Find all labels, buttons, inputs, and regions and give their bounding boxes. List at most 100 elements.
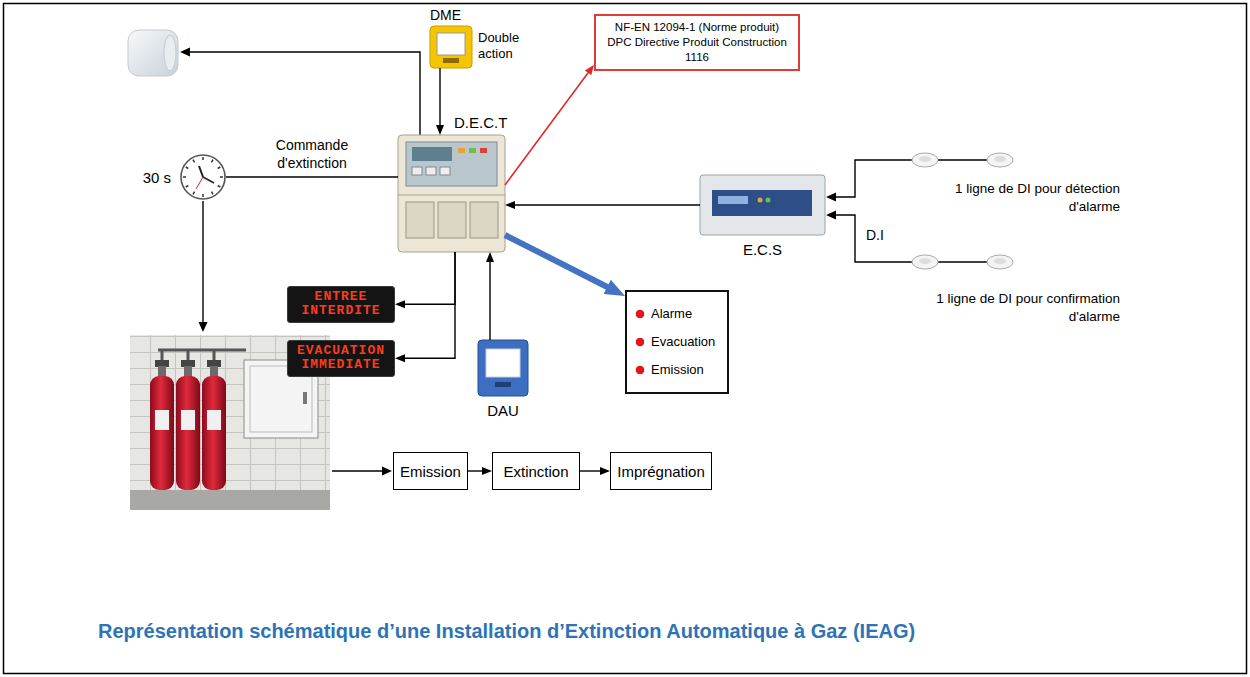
device-label: DAU — [487, 402, 519, 419]
detection-led — [766, 198, 771, 203]
sign-text: ENTREE INTERDITE — [290, 290, 392, 319]
smoke-detector — [987, 255, 1013, 269]
signal-line — [489, 260, 490, 340]
detector-body — [987, 153, 1013, 167]
detection-wire — [836, 160, 912, 197]
detector-dome — [994, 258, 1006, 264]
process-step: Extinction — [492, 452, 580, 490]
standard-note: NF-EN 12094-1 (Norme produit) DPC Direct… — [594, 14, 800, 71]
device-label: DME — [430, 7, 461, 23]
arrow-head — [826, 211, 836, 220]
warning-sign: ENTREE INTERDITE — [287, 286, 395, 323]
clock-hand — [203, 177, 214, 183]
detection-housing — [700, 175, 825, 235]
detection-wire — [938, 159, 987, 160]
panel-led — [458, 148, 465, 153]
stop-key — [495, 382, 511, 387]
status-arrow — [505, 235, 611, 289]
detection-display — [712, 190, 812, 216]
detector-dome — [919, 156, 931, 162]
note-text: NF-EN 12094-1 (Norme produit) DPC Direct… — [602, 20, 792, 65]
signal-line — [580, 470, 602, 471]
cabinet-handle — [303, 392, 307, 404]
signal-line — [513, 204, 700, 205]
edge-label: Commande d'extinction — [256, 137, 368, 172]
gas-cylinder — [150, 376, 174, 490]
signal-line — [403, 252, 455, 304]
cylinder-valve — [181, 360, 195, 367]
fire-detection-unit: E.C.S — [700, 175, 825, 235]
manual-trigger: DMEDouble action — [430, 26, 472, 68]
cylinder-valve — [155, 360, 169, 367]
gas-cylinder — [202, 376, 226, 490]
cylinder-tag — [155, 410, 169, 430]
delay-label: 30 s — [143, 169, 171, 186]
panel-compartment — [406, 202, 434, 238]
process-step: Imprégnation — [610, 452, 712, 490]
panel-compartment — [470, 202, 498, 238]
device-label: D.E.C.T — [454, 114, 507, 131]
detection-wire — [836, 215, 912, 262]
arrow-head — [382, 467, 392, 476]
gas-cylinder — [176, 376, 200, 490]
emergency-stop-button: DAU — [478, 340, 528, 396]
frame — [4, 4, 1247, 674]
trigger-housing — [430, 26, 472, 68]
detector-body — [912, 255, 938, 269]
trigger-key — [443, 58, 459, 63]
sounder-lens — [164, 35, 176, 71]
status-item: Evacuation — [635, 334, 717, 350]
smoke-detector — [987, 153, 1013, 167]
detector-dome — [994, 156, 1006, 162]
extinguishing-control-unit: D.E.C.T — [398, 135, 505, 252]
control-panel-illustration — [398, 135, 505, 252]
status-item: Alarme — [635, 306, 717, 322]
emergency-stop-illustration — [478, 340, 528, 396]
process-step: Emission — [393, 452, 468, 490]
detection-led — [758, 198, 763, 203]
detector-body — [912, 153, 938, 167]
detector-dome — [919, 258, 931, 264]
floor — [130, 490, 330, 510]
panel-screen — [412, 147, 452, 161]
step-text: Imprégnation — [617, 463, 705, 480]
device-label: E.C.S — [743, 241, 782, 258]
device-note: Double action — [478, 30, 540, 63]
signal-line — [505, 71, 589, 185]
panel-housing — [398, 135, 505, 252]
sounder-illustration — [128, 30, 178, 76]
panel-button — [440, 167, 450, 175]
figure-caption: Représentation schématique d’une Install… — [98, 620, 915, 643]
clock-face — [181, 155, 225, 199]
panel-compartment — [438, 202, 466, 238]
signal-wire — [332, 470, 384, 471]
signal-line — [468, 470, 484, 471]
cylinder-tag — [207, 410, 221, 430]
detection-wire — [938, 261, 987, 262]
arrow-head — [180, 48, 190, 57]
signal-line — [403, 252, 455, 358]
clock-ticks — [183, 157, 223, 197]
detector-body — [987, 255, 1013, 269]
detection-unit-illustration — [700, 175, 825, 235]
delay-timer: 30 s — [180, 154, 226, 200]
clock-hand — [199, 166, 203, 177]
clock-hand — [196, 177, 203, 189]
clock-illustration — [181, 155, 225, 199]
panel-led — [469, 148, 476, 153]
step-text: Emission — [400, 463, 461, 480]
signal-wire — [188, 52, 420, 135]
line-label: 1 ligne de DI pour confirmation d'alarme — [885, 290, 1120, 325]
line-label: 1 ligne de DI pour détection d'alarme — [905, 180, 1120, 215]
arrow-head — [199, 322, 208, 332]
panel-button — [426, 167, 436, 175]
signal-line — [439, 68, 440, 127]
panel-display-area — [406, 142, 497, 186]
smoke-detector — [912, 255, 938, 269]
cylinder-valve — [207, 360, 221, 367]
step-text: Extinction — [503, 463, 568, 480]
panel-seam — [398, 195, 505, 196]
panel-button — [412, 167, 422, 175]
trigger-window — [437, 33, 465, 55]
cylinder-tag — [181, 410, 195, 430]
